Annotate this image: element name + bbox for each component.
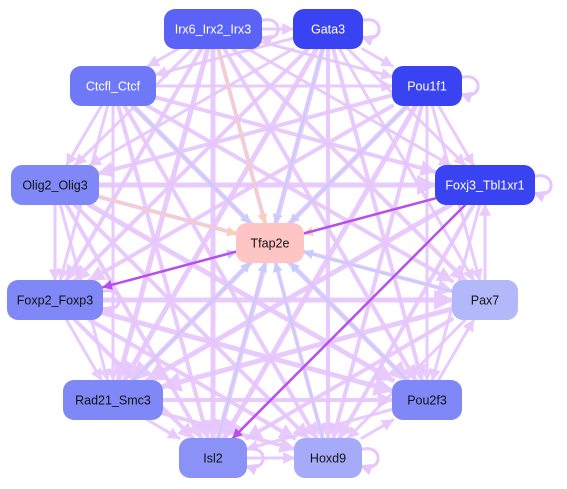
- node-label: Hoxd9: [310, 452, 346, 466]
- edge-Olig2_Olig3-to-Tfap2e: [98, 195, 237, 237]
- node-Ctcfl_Ctcf[interactable]: Ctcfl_Ctcf: [70, 66, 156, 106]
- node-Foxp2_Foxp3[interactable]: Foxp2_Foxp3: [7, 280, 103, 320]
- node-box[interactable]: [70, 66, 156, 106]
- edge-Ctcfl_Ctcf-to-Pax7: [145, 104, 454, 283]
- node-Pou2f3[interactable]: Pou2f3: [392, 380, 462, 420]
- node-Rad21_Smc3[interactable]: Rad21_Smc3: [63, 380, 163, 420]
- node-box[interactable]: [164, 9, 262, 49]
- edge-Gata3-to-Tfap2e: [272, 48, 324, 224]
- node-label: Isl2: [203, 452, 223, 466]
- node-label: Foxp2_Foxp3: [17, 294, 93, 308]
- self-loop-Gata3: [360, 18, 381, 47]
- node-box[interactable]: [294, 438, 362, 478]
- node-label: Pou2f3: [407, 394, 447, 408]
- edge-Pou1f1-to-Olig2_Olig3: [97, 93, 394, 178]
- node-Hoxd9[interactable]: Hoxd9: [294, 438, 362, 478]
- edge-Rad21_Smc3-to-Isl2: [146, 418, 181, 440]
- edge-Ctcfl_Ctcf-to-Tfap2e: [132, 105, 251, 224]
- edge-Olig2_Olig3-to-Pou2f3: [87, 202, 395, 383]
- node-box[interactable]: [392, 66, 462, 106]
- node-label: Foxj3_Tbl1xr1: [445, 179, 524, 193]
- node-label: Olig2_Olig3: [22, 179, 87, 193]
- node-label: Gata3: [311, 23, 345, 37]
- edge-Foxp2_Foxp3-to-Rad21_Smc3: [65, 318, 103, 382]
- self-loop-Pou1f1: [459, 75, 480, 104]
- edge-Ctcfl_Ctcf-to-Foxj3_Tbl1xr1: [154, 95, 437, 176]
- self-loop-Isl2: [244, 447, 265, 476]
- edge-Isl2-to-Tfap2e: [217, 262, 268, 439]
- edge-Irx6_Irx2_Irx3-to-Ctcfl_Ctcf: [146, 47, 180, 68]
- edge-Pou1f1-to-Foxj3_Tbl1xr1: [437, 104, 475, 167]
- node-box[interactable]: [63, 380, 163, 420]
- node-Pax7[interactable]: Pax7: [452, 280, 518, 320]
- edge-Ctcfl_Ctcf-to-Olig2_Olig3: [65, 104, 103, 167]
- node-label: Pou1f1: [407, 80, 447, 94]
- node-label: Pax7: [471, 294, 500, 308]
- node-Gata3[interactable]: Gata3: [293, 9, 363, 49]
- self-loop-Hoxd9: [359, 447, 380, 476]
- node-box[interactable]: [179, 438, 247, 478]
- edge-Gata3-to-Pou1f1: [361, 47, 394, 68]
- edge-Pax7-to-Rad21_Smc3: [160, 306, 455, 392]
- edge-Hoxd9-to-Pou2f3: [360, 418, 395, 440]
- edges-layer: [49, 23, 491, 464]
- edge-Foxj3_Tbl1xr1-to-Isl2: [231, 203, 467, 440]
- edge-Irx6_Irx2_Irx3-to-Tfap2e: [217, 48, 268, 224]
- self-loop-Foxp2_Foxp3: [100, 289, 121, 318]
- node-box[interactable]: [452, 280, 518, 320]
- node-Tfap2e[interactable]: Tfap2e: [236, 223, 304, 263]
- edge-Pax7-to-Isl2: [245, 317, 454, 441]
- edge-Pou1f1-to-Foxp2_Foxp3: [87, 104, 395, 282]
- edge-Pax7-to-Tfap2e: [303, 249, 453, 293]
- edge-Pou1f1-to-Tfap2e: [289, 105, 408, 224]
- node-box[interactable]: [236, 223, 304, 263]
- node-Isl2[interactable]: Isl2: [179, 438, 247, 478]
- node-label: Tfap2e: [251, 237, 290, 251]
- node-Foxj3_Tbl1xr1[interactable]: Foxj3_Tbl1xr1: [435, 165, 535, 205]
- edge-Hoxd9-to-Tfap2e: [272, 262, 324, 439]
- node-Olig2_Olig3[interactable]: Olig2_Olig3: [11, 165, 99, 205]
- node-box[interactable]: [293, 9, 363, 49]
- edge-Foxp2_Foxp3-to-Pou2f3: [100, 310, 395, 396]
- node-box[interactable]: [7, 280, 103, 320]
- self-loop-Foxj3_Tbl1xr1: [532, 174, 553, 203]
- node-label: Rad21_Smc3: [75, 394, 151, 408]
- node-box[interactable]: [11, 165, 99, 205]
- edge-Foxj3_Tbl1xr1-to-Rad21_Smc3: [145, 202, 453, 383]
- self-loop-Irx6_Irx2_Irx3: [259, 18, 280, 47]
- edge-Pou2f3-to-Pax7: [437, 318, 475, 382]
- edge-Pou1f1-to-Isl2: [222, 103, 418, 441]
- self-loops-layer: [100, 18, 553, 476]
- node-Pou1f1[interactable]: Pou1f1: [392, 66, 462, 106]
- node-box[interactable]: [435, 165, 535, 205]
- edge-Ctcfl_Ctcf-to-Hoxd9: [122, 104, 319, 440]
- node-Irx6_Irx2_Irx3[interactable]: Irx6_Irx2_Irx3: [164, 9, 262, 49]
- node-label: Ctcfl_Ctcf: [86, 80, 141, 94]
- node-label: Irx6_Irx2_Irx3: [175, 23, 251, 37]
- edge-Rad21_Smc3-to-Tfap2e: [132, 262, 251, 381]
- node-box[interactable]: [392, 380, 462, 420]
